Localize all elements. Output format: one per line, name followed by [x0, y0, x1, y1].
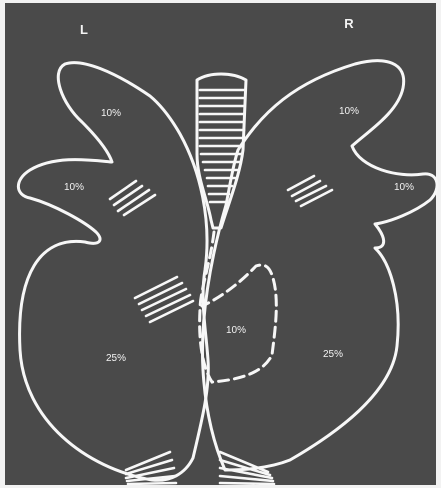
left-side-label: L [80, 22, 88, 37]
left-middle-lobe-percent: 10% [64, 182, 84, 193]
right-upper-lobe-percent: 10% [339, 106, 359, 117]
right-lower-lobe-percent: 25% [323, 349, 343, 360]
right-side-label: R [344, 16, 354, 31]
right-middle-lobe-percent: 10% [394, 182, 414, 193]
left-upper-lobe-percent: 10% [101, 108, 121, 119]
left-lower-lobe-percent: 25% [106, 353, 126, 364]
center-region-percent: 10% [226, 325, 246, 336]
